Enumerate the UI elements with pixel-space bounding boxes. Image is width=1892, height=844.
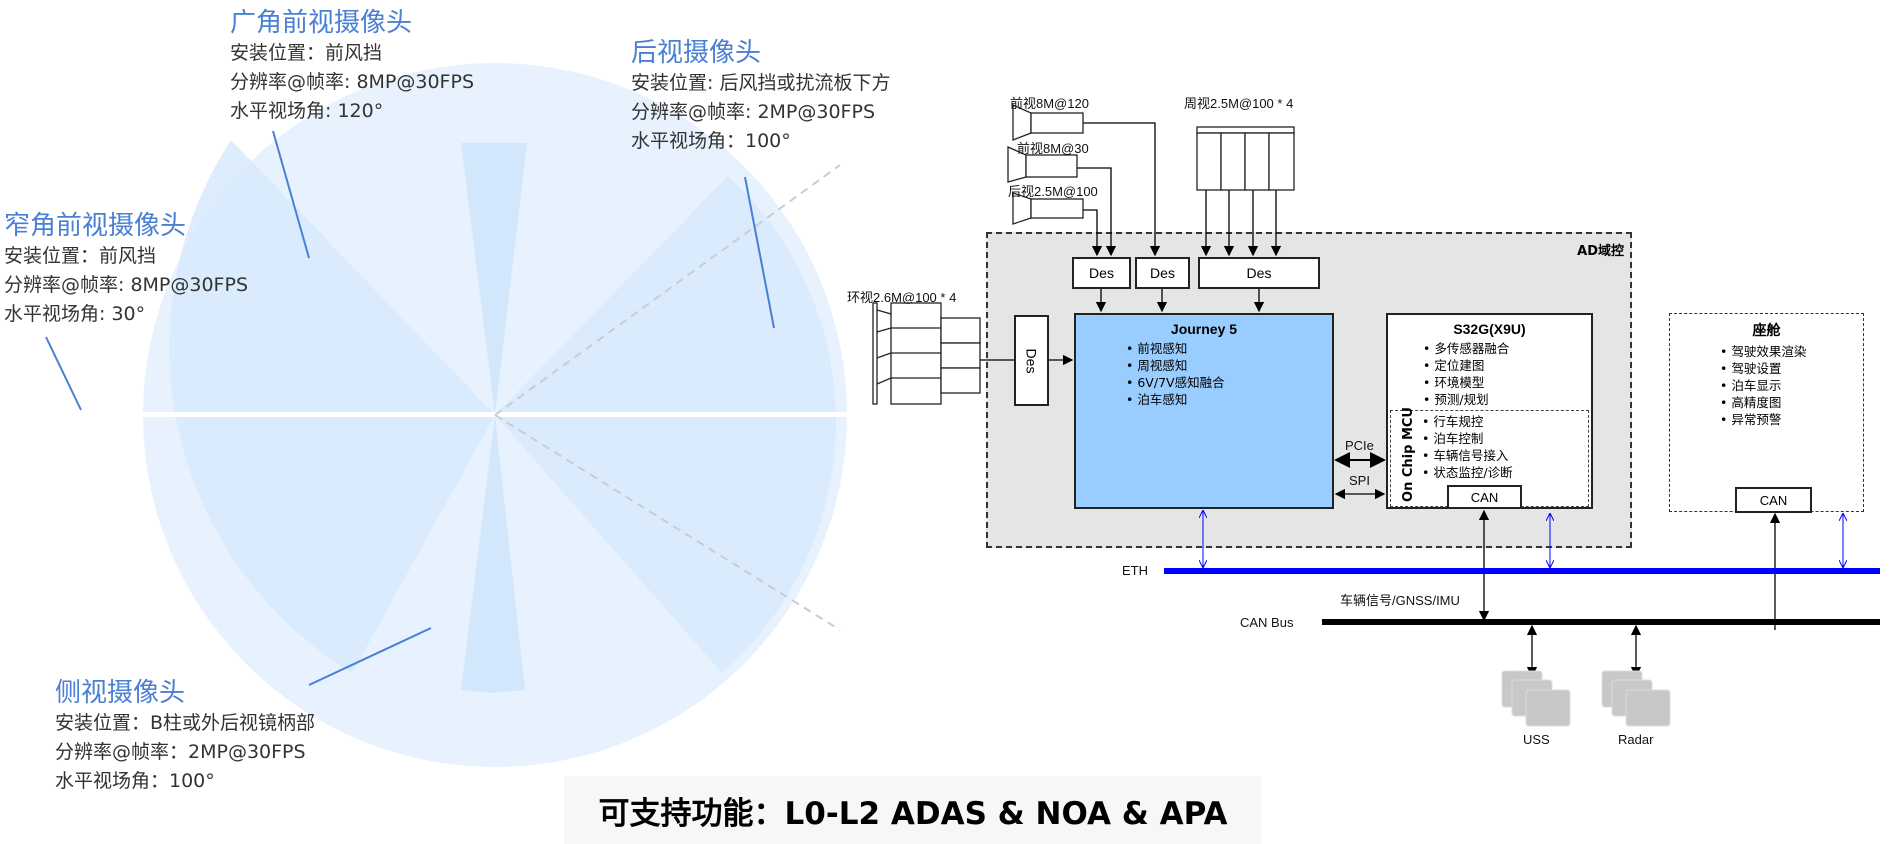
cockpit-item: 高精度图: [1720, 394, 1863, 411]
wide-front-camera-info: 广角前视摄像头 安装位置：前风挡 分辨率@帧率: 8MP@30FPS 水平视场角…: [230, 2, 474, 126]
cockpit-item: 异常预警: [1720, 411, 1863, 428]
deserializer-box: Des: [1198, 257, 1320, 289]
deserializer-box: Des: [1072, 257, 1131, 289]
journey5-item: 泊车感知: [1126, 391, 1332, 408]
camera-spec: 分辨率@帧率: 8MP@30FPS: [4, 274, 249, 296]
camera-title: 广角前视摄像头: [230, 8, 413, 38]
camera-spec: 水平视场角: 30°: [4, 303, 146, 325]
pointer-line: [45, 336, 82, 411]
mcu-item: 泊车控制: [1422, 430, 1588, 447]
mcu-item: 车辆信号接入: [1422, 447, 1588, 464]
uss-label: USS: [1523, 732, 1550, 747]
camera-coverage-diagram: [45, 63, 847, 767]
pointer-line: [272, 130, 310, 259]
camera-label-front-30: 前视8M@30: [1017, 141, 1089, 156]
vehicle-signal-label: 车辆信号/GNSS/IMU: [1340, 593, 1460, 608]
pointer-line: [308, 627, 432, 686]
side-left-sector: [169, 140, 495, 673]
s32g-can-box: CAN: [1447, 485, 1522, 509]
rear-sector: [461, 415, 525, 693]
cockpit-item: 驾驶设置: [1720, 360, 1863, 377]
radar-label: Radar: [1618, 732, 1654, 747]
camera-label-rear: 后视2.5M@100: [1008, 184, 1098, 199]
s32g-item: 多传感器融合: [1423, 340, 1591, 357]
camera-label-surround: 周视2.5M@100 * 4: [1184, 96, 1294, 111]
des-label: Des: [1023, 348, 1040, 373]
s32g-chip: S32G(X9U) 多传感器融合 定位建图 环境模型 预测/规划 On Chip…: [1386, 313, 1593, 509]
mcu-item: 行车规控: [1422, 413, 1588, 430]
pcie-label: PCIe: [1345, 438, 1374, 453]
s32g-title: S32G(X9U): [1453, 321, 1526, 337]
cockpit-title: 座舱: [1752, 322, 1781, 338]
mcu-item: 状态监控/诊断: [1422, 464, 1588, 481]
can-bus: [1322, 619, 1880, 625]
narrow-front-sector: [461, 143, 527, 415]
journey5-title: Journey 5: [1170, 321, 1238, 337]
s32g-item: 预测/规划: [1423, 391, 1591, 408]
rear-camera-info: 后视摄像头 安装位置: 后风挡或扰流板下方 分辨率@帧率: 2MP@30FPS …: [631, 32, 890, 156]
radar-icon: [1601, 670, 1671, 727]
eth-label: ETH: [1122, 563, 1148, 578]
uss-icon: [1501, 670, 1571, 727]
s32g-item: 定位建图: [1423, 357, 1591, 374]
camera-spec: 安装位置：B柱或外后视镜柄部: [55, 712, 316, 734]
spi-label: SPI: [1349, 473, 1370, 488]
cockpit-item: 驾驶效果渲染: [1720, 343, 1863, 360]
journey5-item: 周视感知: [1126, 357, 1332, 374]
journey5-item: 前视感知: [1126, 340, 1332, 357]
eth-bus: [1164, 568, 1880, 574]
camera-spec: 安装位置: 后风挡或扰流板下方: [631, 72, 891, 94]
can-bus-label: CAN Bus: [1240, 615, 1294, 630]
camera-spec: 水平视场角: 120°: [230, 100, 384, 122]
camera-spec: 安装位置：前风挡: [4, 245, 157, 267]
cockpit-can-box: CAN: [1735, 487, 1812, 513]
camera-title: 窄角前视摄像头: [4, 211, 187, 241]
mcu-label: On Chip MCU: [1400, 407, 1416, 502]
narrow-front-camera-info: 窄角前视摄像头 安装位置：前风挡 分辨率@帧率: 8MP@30FPS 水平视场角…: [4, 205, 248, 329]
camera-spec: 分辨率@帧率：2MP@30FPS: [55, 741, 306, 763]
camera-title: 后视摄像头: [631, 38, 762, 68]
camera-spec: 水平视场角：100°: [631, 130, 791, 152]
camera-label-around: 环视2.6M@100 * 4: [847, 290, 957, 305]
camera-spec: 分辨率@帧率: 2MP@30FPS: [631, 101, 876, 123]
cockpit-domain: 座舱 驾驶效果渲染 驾驶设置 泊车显示 高精度图 异常预警 CAN: [1669, 313, 1864, 513]
camera-label-front-120: 前视8M@120: [1010, 96, 1089, 111]
deserializer-box: Des: [1135, 257, 1190, 289]
deserializer-box-vertical: Des: [1014, 315, 1049, 406]
dashed-guide: [494, 414, 841, 631]
camera-spec: 水平视场角：100°: [55, 770, 215, 792]
camera-spec: 安装位置：前风挡: [230, 42, 383, 64]
dashed-guide: [494, 164, 841, 416]
journey5-chip: Journey 5 前视感知 周视感知 6V/7V感知融合 泊车感知: [1074, 313, 1334, 509]
side-camera-info: 侧视摄像头 安装位置：B柱或外后视镜柄部 分辨率@帧率：2MP@30FPS 水平…: [55, 672, 315, 796]
journey5-item: 6V/7V感知融合: [1126, 374, 1332, 391]
camera-spec: 分辨率@帧率: 8MP@30FPS: [230, 71, 475, 93]
s32g-item: 环境模型: [1423, 374, 1591, 391]
side-right-sector: [495, 176, 836, 673]
ad-domain-label: AD域控: [1577, 244, 1624, 259]
cockpit-item: 泊车显示: [1720, 377, 1863, 394]
camera-title: 侧视摄像头: [55, 678, 186, 708]
pointer-line: [744, 176, 775, 329]
supported-features-banner: 可支持功能：L0-L2 ADAS & NOA & APA: [564, 776, 1262, 844]
